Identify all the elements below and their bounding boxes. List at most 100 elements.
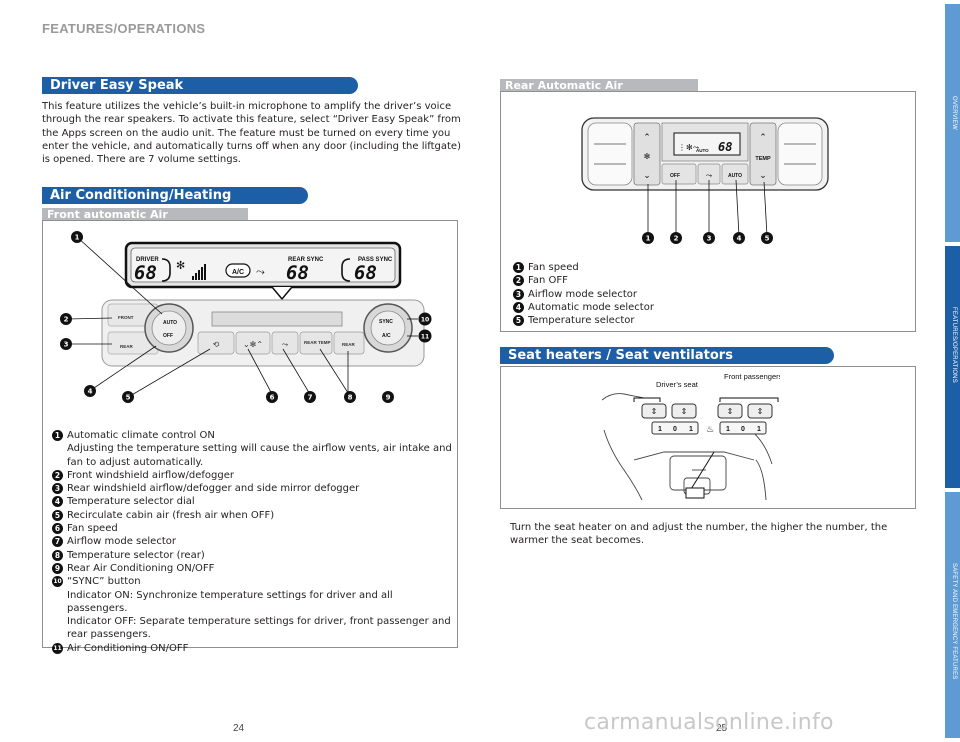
item-number: 9: [52, 562, 63, 574]
item-number: 3: [513, 288, 524, 300]
seat-heat-icon: ⇕: [727, 407, 734, 416]
item-label: Air Conditioning ON/OFF: [67, 642, 189, 654]
item-number: 5: [52, 509, 63, 521]
page-number-left: 24: [233, 723, 245, 734]
item-number: 4: [52, 496, 63, 508]
airflow-icon: ⤳: [256, 265, 265, 278]
seat-heat-icon: ⇕: [651, 407, 658, 416]
item-number: 1: [513, 262, 524, 273]
item-label: Airflow mode selector: [67, 536, 176, 548]
tab-safety[interactable]: [945, 492, 960, 738]
seat-heaters-body: Turn the seat heater on and adjust the n…: [510, 522, 888, 547]
item-label: Fan speed: [528, 262, 579, 273]
rear-ac-illustration: ⌃ ✻ ⌄ ⌃ TEMP ⌄ ⋮✻⤳ AUTO 68 OFF ⤳ AUTO 1 …: [581, 117, 829, 244]
drivers-seat-label: Driver’s seat: [656, 380, 699, 389]
driver-easy-speak-title: Driver Easy Speak: [42, 77, 358, 94]
front-callout-4: 4: [88, 388, 93, 396]
item-label: Temperature selector (rear): [67, 549, 205, 561]
list-item: 2 Front windshield airflow/defogger: [52, 469, 454, 482]
item-number: 5: [513, 315, 524, 327]
item-number: 4: [513, 301, 524, 313]
item-number: 2: [513, 275, 524, 287]
item-number: 2: [52, 469, 63, 481]
tab-overview-label: OVERVIEW: [951, 96, 957, 130]
front-defrost-label: FRONT: [118, 315, 134, 320]
list-item: 7 Airflow mode selector: [52, 535, 454, 548]
rear-fan-icon: ✻: [644, 152, 651, 161]
right-switch-1: 1: [726, 426, 730, 433]
front-callout-1: 1: [75, 234, 80, 242]
list-item: 3 Airflow mode selector: [513, 288, 813, 301]
tab-features-operations[interactable]: [945, 246, 960, 488]
rear-temp-up-icon: ⌃: [759, 133, 767, 143]
item-label: Airflow mode selector: [528, 288, 637, 300]
rear-callout-4: 4: [737, 235, 742, 243]
right-switch-0: 0: [741, 426, 745, 433]
rear-display-temp: 68: [718, 140, 732, 154]
rear-callout-2: 2: [674, 235, 679, 243]
item-label: Automatic mode selector: [528, 301, 654, 313]
item-number: 11: [52, 642, 63, 654]
list-item: 1 Fan speed: [513, 261, 813, 274]
auto-label: AUTO: [163, 320, 177, 326]
front-passengers-seat-label: Front passengers seat’: [724, 372, 780, 381]
list-item: 10 “SYNC” button: [52, 575, 454, 588]
front-temp-left: 68: [134, 262, 157, 284]
front-callout-6: 6: [270, 394, 275, 402]
fan-icon: ✻: [176, 259, 185, 272]
rear-callout-1: 1: [646, 235, 651, 243]
tab-safety-label: SAFETY AND EMERGENCY FEATURES: [951, 563, 957, 680]
list-item: 2 Fan OFF: [513, 274, 813, 287]
item-label: “SYNC” button: [67, 576, 141, 588]
right-switch-1b: 1: [757, 426, 761, 433]
seat-vent-icon: ⇕: [681, 407, 688, 416]
rear-display-auto: AUTO: [696, 148, 709, 153]
rear-callout-3: 3: [707, 235, 712, 243]
item-label: Rear Air Conditioning ON/OFF: [67, 562, 215, 574]
front-temp-right: 68: [354, 262, 377, 284]
item-number: 10: [52, 576, 63, 588]
item-label: Automatic climate control ON: [67, 430, 215, 441]
rear-display-icons: ⋮✻⤳: [678, 143, 700, 152]
item-number: 3: [52, 483, 63, 495]
item-label: Temperature selector dial: [67, 496, 195, 508]
left-switch-1b: 1: [689, 426, 693, 433]
tab-features-operations-label: FEATURES/OPERATIONS: [951, 307, 957, 383]
seat-vent-icon: ⇕: [757, 407, 764, 416]
ac-badge: A/C: [232, 269, 244, 276]
tab-overview[interactable]: [945, 4, 960, 242]
list-item: 9 Rear Air Conditioning ON/OFF: [52, 562, 454, 575]
seat-box: [500, 366, 916, 509]
item-detail: Indicator ON: Synchronize temperature se…: [67, 589, 393, 614]
mode-icon: ⤳: [282, 340, 289, 349]
item-label: Temperature selector: [528, 315, 635, 327]
front-callout-11: 11: [421, 334, 429, 341]
off-label: OFF: [163, 333, 173, 339]
list-item: 1 Automatic climate control ON: [52, 429, 454, 442]
seat-icon: ♨: [706, 425, 714, 435]
air-conditioning-title: Air Conditioning/Heating: [42, 187, 308, 204]
item-label: Fan OFF: [528, 275, 568, 287]
item-number: 1: [52, 430, 63, 441]
watermark: carmanualsonline.info: [584, 710, 834, 735]
item-number: 7: [52, 536, 63, 548]
item-label: Front windshield airflow/defogger: [67, 469, 234, 481]
front-callout-9: 9: [386, 394, 391, 402]
seat-heaters-title: Seat heaters / Seat ventilators: [500, 347, 834, 364]
front-callout-10: 10: [421, 317, 429, 324]
rear-temp-label: REAR TEMP: [304, 340, 331, 345]
rear-temp-label: TEMP: [755, 156, 771, 162]
item-number: 6: [52, 523, 63, 535]
rear-off-label: OFF: [670, 173, 680, 179]
front-ac-box: [42, 220, 458, 648]
rear-auto-label: AUTO: [728, 173, 742, 179]
front-callout-2: 2: [64, 316, 69, 324]
rear-callout-5: 5: [765, 235, 770, 243]
driver-label: DRIVER: [136, 257, 159, 263]
list-item: 11 Air Conditioning ON/OFF: [52, 642, 454, 655]
front-callout-5: 5: [126, 394, 131, 402]
fan-level-icon: [192, 264, 206, 280]
front-callout-8: 8: [348, 394, 353, 402]
rear-sync-label: REAR SYNC: [288, 257, 324, 263]
